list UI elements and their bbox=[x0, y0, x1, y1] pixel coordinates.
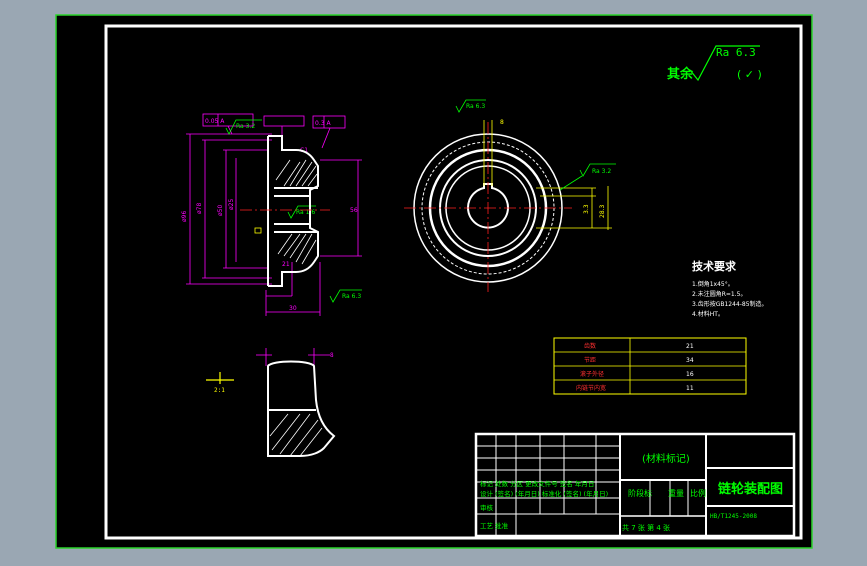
param-label-2: 节距 bbox=[584, 356, 596, 364]
section-view: 0.05 A 0.3 A 21 30 56 C1 ø96 ø78 ø50 ø25… bbox=[181, 113, 362, 316]
title-block: (材料标记) 链轮装配图 HB/T1245-2008 阶段标 重量 比例 共 7… bbox=[474, 432, 796, 538]
note-item-4: 4.材料HT。 bbox=[692, 310, 724, 318]
param-value-3: 16 bbox=[686, 371, 694, 378]
note-item-1: 1.倒角1x45°。 bbox=[692, 280, 734, 288]
material-mark: (材料标记) bbox=[642, 452, 690, 465]
dim-height: 56 bbox=[350, 207, 358, 214]
general-roughness: 其余 Ra 6.3 ( ✓ ) bbox=[667, 45, 762, 82]
dim-dia-mid: ø78 bbox=[196, 203, 203, 214]
tb-row-4: 工艺 批准 bbox=[480, 521, 509, 530]
param-value-1: 21 bbox=[686, 343, 694, 350]
dim-a: 3.3 bbox=[583, 204, 590, 214]
param-label-1: 齿数 bbox=[584, 342, 596, 350]
parameter-table: 齿数 节距 滚子外径 内链节内宽 21 34 16 11 bbox=[553, 337, 747, 395]
model-space-frame bbox=[55, 14, 813, 549]
drawing-code: HB/T1245-2008 bbox=[710, 513, 757, 520]
ratio-label: 比例 bbox=[690, 488, 706, 498]
technical-notes: 技术要求 1.倒角1x45°。 2.未注圆角R=1.5。 3.齿形按GB1244… bbox=[692, 259, 768, 318]
rough-top-left: Ra 3.2 bbox=[236, 123, 255, 130]
tb-row-1: 标记 处数 分区 更改文件号 签名 年月日 bbox=[480, 479, 594, 488]
dim-width-total: 30 bbox=[289, 305, 297, 312]
rough-top-right: Ra 6.3 bbox=[466, 103, 485, 110]
sheet-info: 共 7 张 第 4 张 bbox=[622, 523, 670, 532]
roughness-label: 其余 bbox=[667, 66, 694, 82]
param-value-4: 11 bbox=[686, 385, 694, 392]
roughness-value: Ra 6.3 bbox=[716, 46, 756, 59]
roughness-mark: ( ✓ ) bbox=[737, 68, 762, 81]
rough-side: Ra 3.2 bbox=[592, 168, 611, 175]
note-item-2: 2.未注圆角R=1.5。 bbox=[692, 290, 746, 298]
notes-heading: 技术要求 bbox=[692, 259, 737, 273]
tb-row-2: 设计 (签名) (年月日) 标准化 (签名) (年月日) bbox=[480, 489, 608, 498]
rough-bottom: Ra 6.3 bbox=[342, 293, 361, 300]
dim-dia-bore: ø25 bbox=[228, 199, 235, 210]
rough-hub: Ra 1.6 bbox=[296, 209, 315, 216]
dim-dia-hub: ø50 bbox=[217, 205, 224, 216]
detail-scale: 2:1 bbox=[214, 387, 225, 394]
note-item-3: 3.齿形按GB1244-85制造。 bbox=[692, 300, 768, 308]
drawing-title: 链轮装配图 bbox=[717, 481, 783, 497]
dim-width-inner: 21 bbox=[282, 261, 290, 268]
key-width: 8 bbox=[500, 119, 504, 126]
front-view: Ra 6.3 8 Ra 3.2 3.3 28.3 bbox=[404, 99, 616, 292]
stage-label: 阶段标 bbox=[628, 488, 652, 498]
dim-dia-outer: ø96 bbox=[181, 211, 188, 222]
param-label-3: 滚子外径 bbox=[580, 370, 604, 378]
tol-box-left: 0.05 A bbox=[205, 118, 225, 125]
detail-view: 8 2:1 bbox=[206, 348, 336, 457]
weight-label: 重量 bbox=[668, 488, 684, 498]
param-value-2: 34 bbox=[686, 357, 694, 364]
detail-dim-top: 8 bbox=[330, 352, 334, 359]
roughness-symbol bbox=[689, 45, 760, 82]
param-label-4: 内链节内宽 bbox=[576, 384, 606, 392]
drawing-border bbox=[104, 24, 803, 540]
dim-b: 28.3 bbox=[599, 204, 606, 218]
tb-row-3: 审核 bbox=[480, 503, 494, 512]
tol-box-right: 0.3 A bbox=[315, 120, 331, 127]
